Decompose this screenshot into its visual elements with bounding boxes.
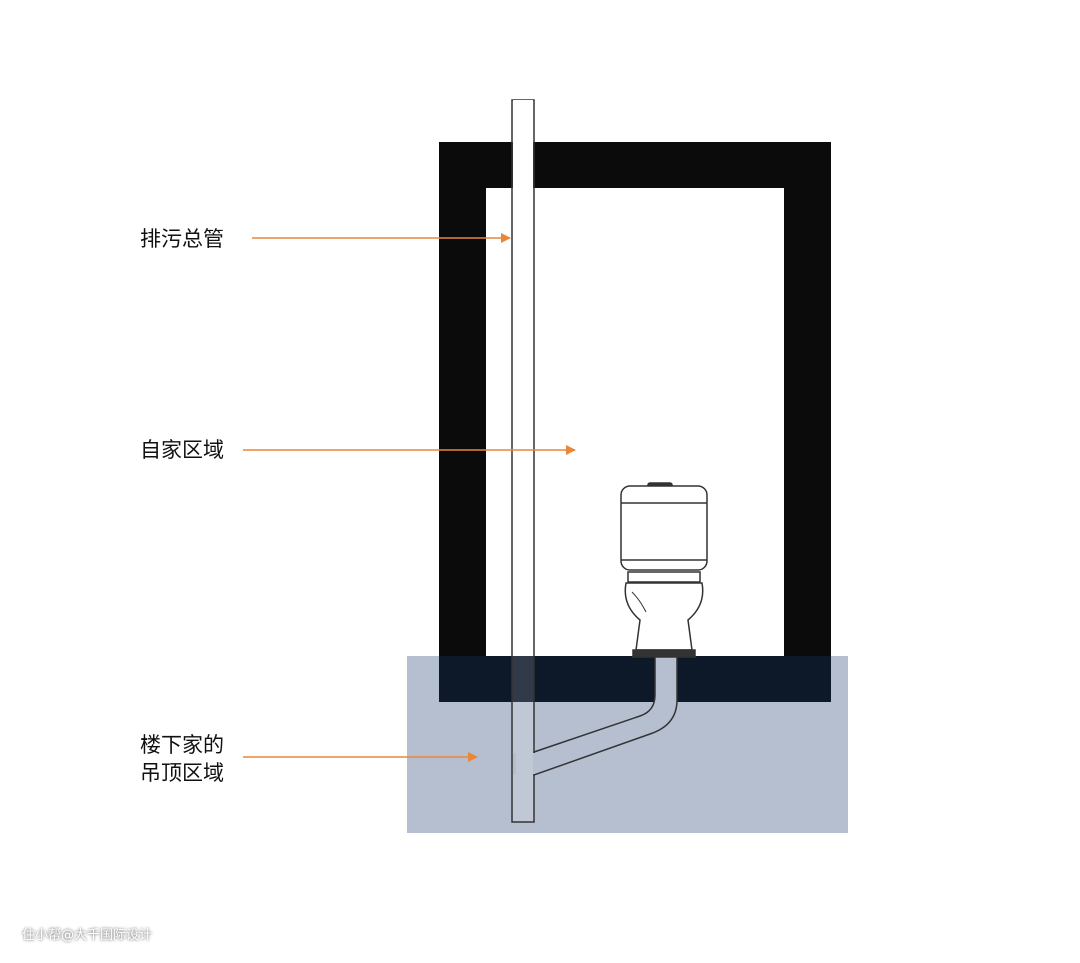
watermark: 住小帮@大千国际设计 [22,928,153,943]
toilet-icon [620,482,708,658]
label-main-pipe: 排污总管 [140,227,224,251]
label-downstairs-line2: 吊顶区域 [140,761,224,785]
floor-slab [439,656,831,702]
label-own-area: 自家区域 [140,438,224,462]
label-downstairs-line1: 楼下家的 [140,733,224,757]
